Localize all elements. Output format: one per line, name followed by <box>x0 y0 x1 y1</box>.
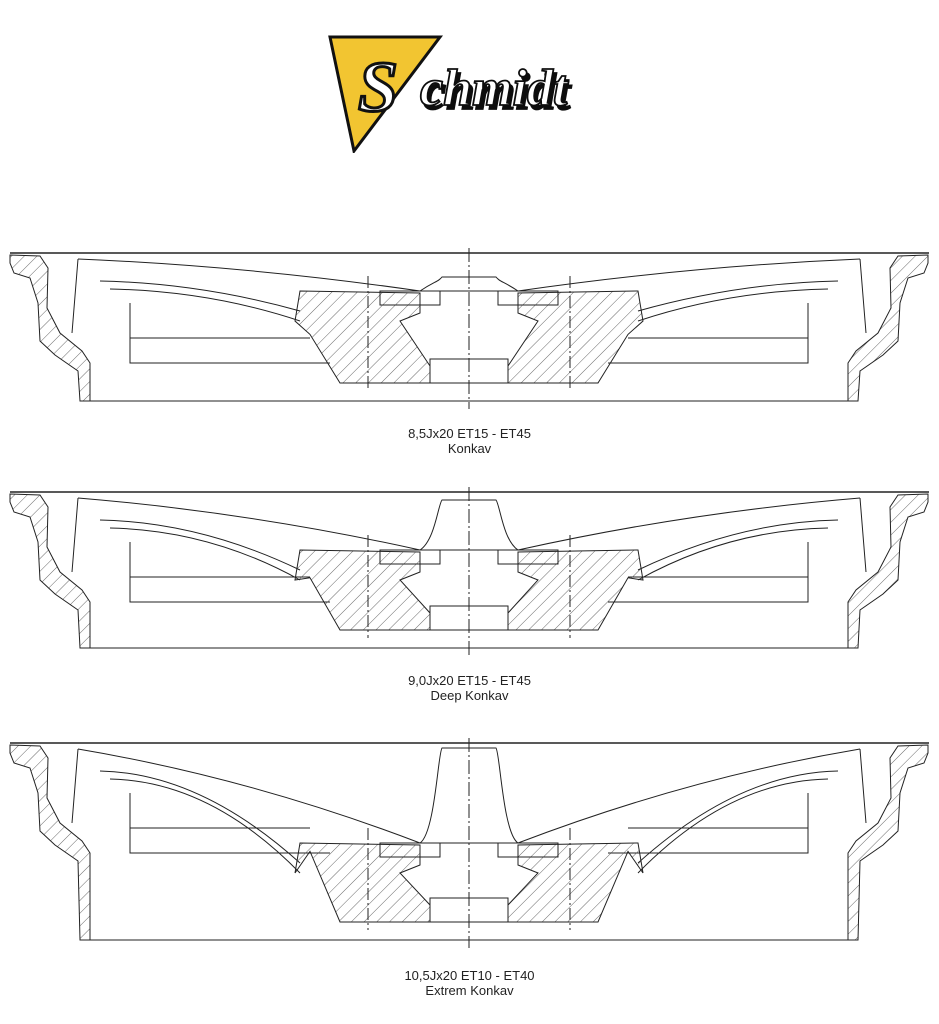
rim-right <box>847 744 929 941</box>
profile-caption-3: 10,5Jx20 ET10 - ET40 Extrem Konkav <box>0 968 939 998</box>
spoke-inner-edge <box>637 770 839 864</box>
spoke-top-edge <box>77 258 421 292</box>
profile-caption-1: 8,5Jx20 ET15 - ET45 Konkav <box>0 426 939 456</box>
logo-triangle <box>328 35 444 153</box>
profile-name: Deep Konkav <box>430 688 509 703</box>
spoke-outline <box>71 748 330 854</box>
profile-caption-2: 9,0Jx20 ET15 - ET45 Deep Konkav <box>0 673 939 703</box>
rim-left <box>9 254 91 402</box>
profile-section-extrem-konkav <box>9 738 929 948</box>
spoke-inner-edge <box>637 519 839 571</box>
spoke-top-edge <box>517 258 861 292</box>
svg-text:S: S <box>358 47 398 127</box>
spoke-outline <box>71 497 330 603</box>
hub-detail <box>497 842 559 858</box>
rim-left <box>9 493 91 649</box>
profile-spec: 8,5Jx20 ET15 - ET45 <box>408 426 531 441</box>
profile-name: Extrem Konkav <box>425 983 514 998</box>
logo-lettering: S chmidt <box>357 46 570 129</box>
hub-detail <box>379 290 441 306</box>
hub-detail <box>497 549 559 565</box>
spoke-inner-edge <box>637 288 829 322</box>
spoke-outline <box>608 748 867 854</box>
spoke-top-edge <box>517 497 861 551</box>
center-cap <box>418 499 520 551</box>
profile-section-konkav <box>9 248 929 409</box>
spoke-inner-edge <box>109 527 301 581</box>
spoke-inner-edge <box>99 519 301 571</box>
hub-detail <box>379 842 441 858</box>
hub-section <box>507 549 644 631</box>
profile-section-deep-konkav <box>9 487 929 656</box>
spoke-top-edge <box>517 748 861 844</box>
profile-spec: 9,0Jx20 ET15 - ET45 <box>408 673 531 688</box>
spoke-outline <box>608 497 867 603</box>
profile-name: Konkav <box>447 441 492 456</box>
profile-spec: 10,5Jx20 ET10 - ET40 <box>404 968 535 983</box>
spoke-top-edge <box>77 748 421 844</box>
hub-section <box>294 549 431 631</box>
spoke-inner-edge <box>637 280 839 312</box>
hub-detail <box>497 290 559 306</box>
spoke-inner-edge <box>637 778 829 874</box>
rim-left <box>9 744 91 941</box>
hub-detail <box>379 549 441 565</box>
spoke-top-edge <box>77 497 421 551</box>
rim-right <box>847 254 929 402</box>
spoke-inner-edge <box>99 770 301 864</box>
spoke-inner-edge <box>109 778 301 874</box>
spoke-outline <box>608 258 867 364</box>
spoke-inner-edge <box>109 288 301 322</box>
spoke-inner-edge <box>637 527 829 581</box>
svg-text:chmidt: chmidt <box>420 60 569 117</box>
schmidt-logo: S chmidt <box>328 35 570 153</box>
spoke-outline <box>71 258 330 364</box>
hub-section <box>507 842 644 923</box>
hub-section <box>294 842 431 923</box>
rim-right <box>847 493 929 649</box>
spoke-inner-edge <box>99 280 301 312</box>
